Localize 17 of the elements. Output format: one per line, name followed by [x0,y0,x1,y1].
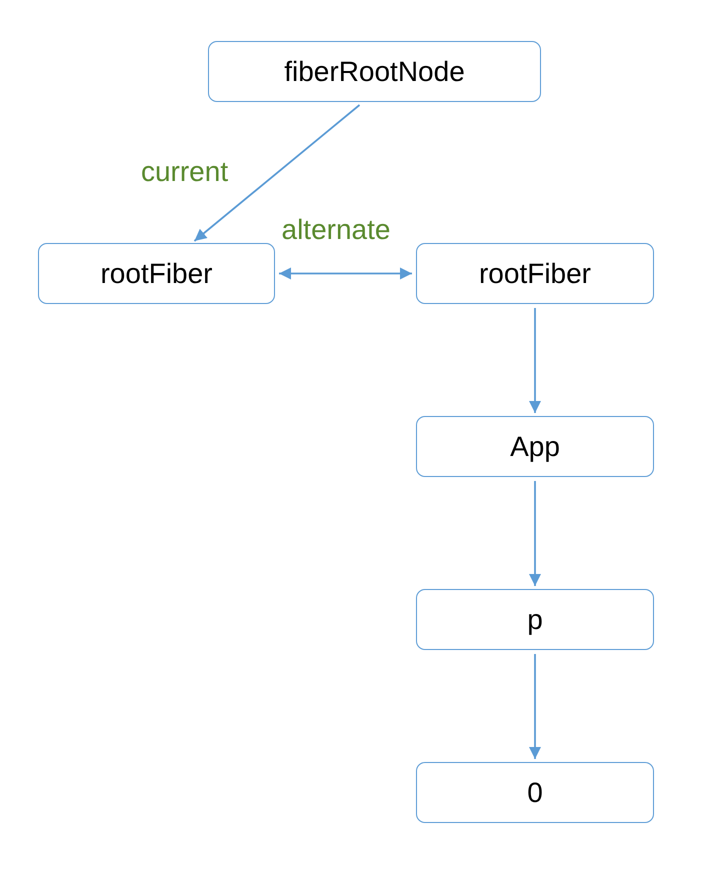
arrow [529,654,541,759]
node-label: fiberRootNode [284,56,465,88]
process-box [416,589,654,650]
arrow [529,308,541,413]
node-label: App [510,430,560,462]
process-box [208,41,541,102]
node-label: rootFiber [478,258,592,290]
node-label: p [527,604,543,636]
arrow [279,268,412,280]
node-label: 0 [527,776,543,808]
node-label: rootFiber [100,258,213,290]
process-box [416,416,654,477]
process-box [416,243,654,304]
process-box [416,762,654,823]
arrow [529,481,541,586]
arrow [194,104,360,242]
process-box [38,243,275,304]
